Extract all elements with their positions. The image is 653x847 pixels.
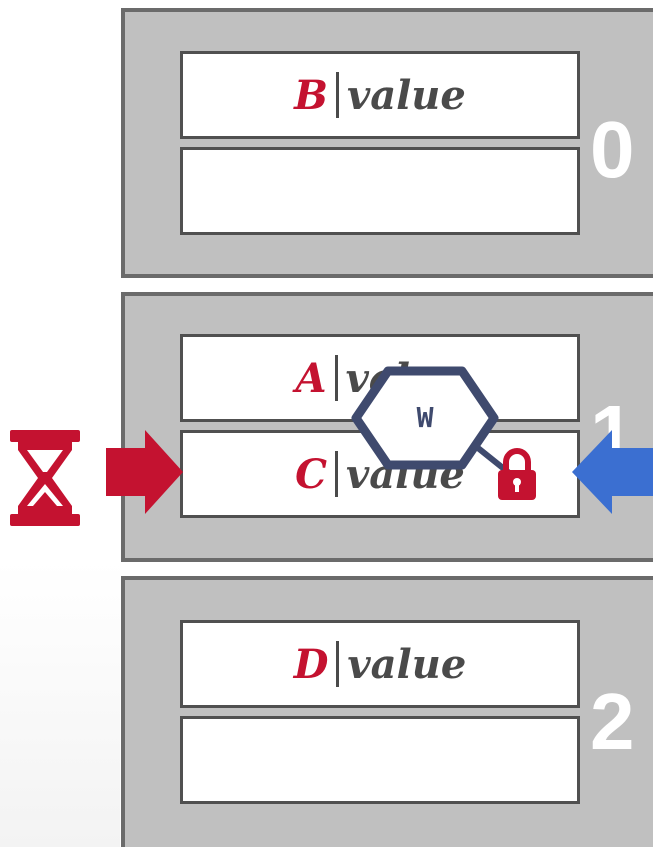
key-value-separator: [334, 355, 338, 401]
bucket-0-number: 0: [590, 105, 635, 194]
latch-magnifier-icon: [351, 366, 511, 475]
background-fade: [0, 560, 120, 847]
latch-mode-label: W: [416, 401, 434, 434]
slot-key: D: [293, 640, 329, 688]
bucket-2-slot-0: D value: [180, 620, 580, 708]
hourglass-icon: [10, 430, 80, 526]
key-value-separator: [336, 641, 340, 687]
slot-key: A: [295, 354, 327, 402]
key-value-separator: [335, 72, 339, 118]
slot-value: value: [347, 640, 467, 688]
key-value-separator: [334, 451, 338, 497]
bucket-2-slot-1: [180, 716, 580, 804]
bucket-0-slot-0: B value: [180, 51, 580, 139]
arrow-right-icon: [106, 430, 183, 514]
slot-key: B: [294, 71, 328, 119]
bucket-2-number: 2: [590, 677, 635, 766]
lock-icon: [498, 448, 536, 500]
bucket-0-slot-1: [180, 147, 580, 235]
arrow-left-icon: [572, 430, 653, 514]
slot-key: C: [295, 450, 327, 498]
slot-value: value: [346, 71, 466, 119]
